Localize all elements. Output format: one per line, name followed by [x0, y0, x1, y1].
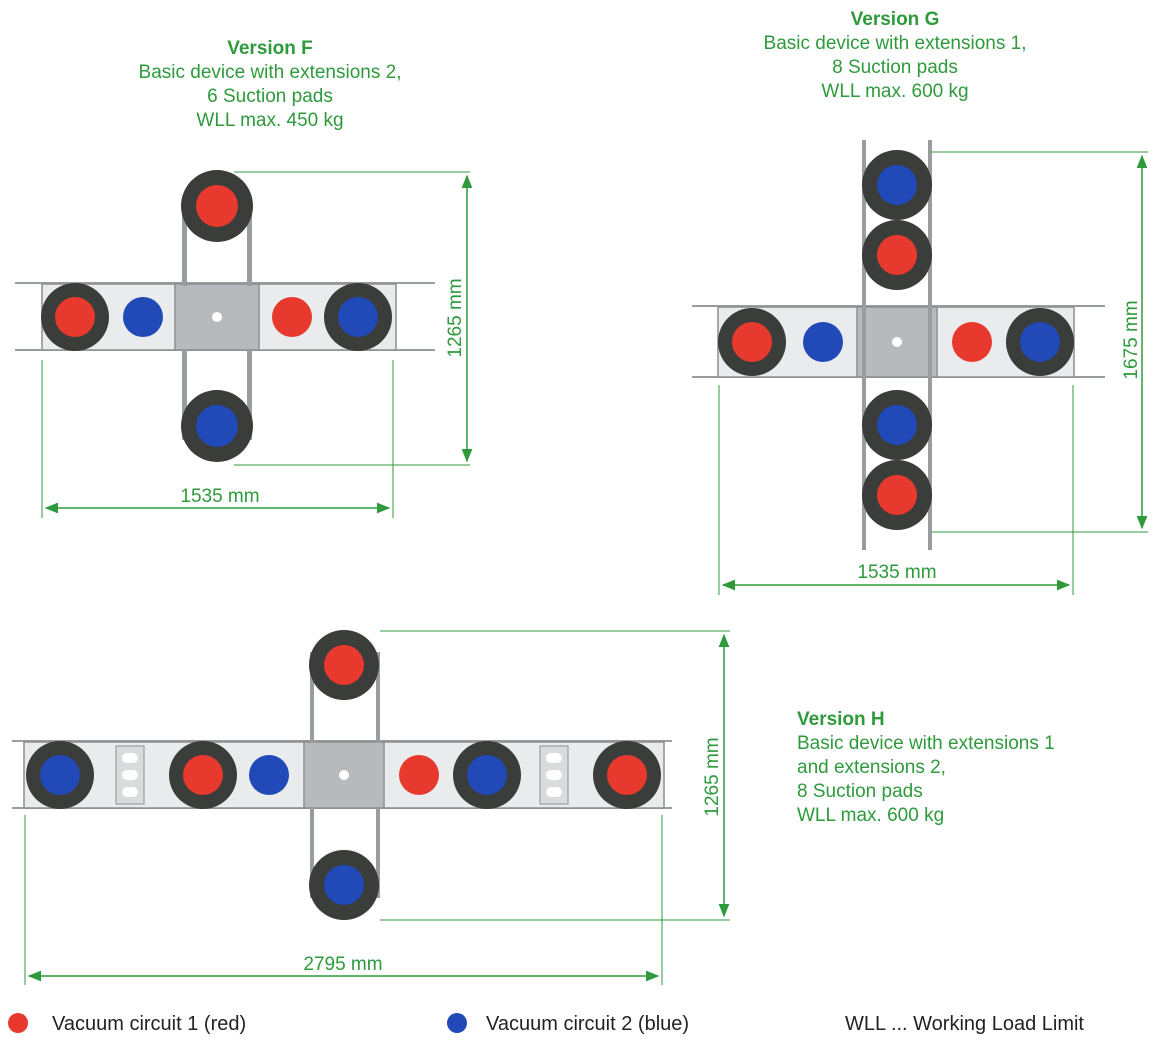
version-g-width-dim: 1535 mm [857, 562, 936, 583]
blue-circuit-legend-icon [447, 1013, 467, 1033]
red-circuit-dot [272, 297, 312, 337]
version-h-line2: and extensions 2, [797, 757, 946, 778]
version-g-line3: WLL max. 600 kg [821, 81, 969, 102]
blue-circuit-dot [1020, 322, 1060, 362]
version-h-height-dim: 1265 mm [702, 737, 723, 816]
version-f-caption: Version F Basic device with extensions 2… [100, 37, 440, 133]
version-f-line2: 6 Suction pads [207, 86, 333, 107]
red-circuit-dot [324, 645, 364, 685]
version-g-caption: Version G Basic device with extensions 1… [725, 8, 1065, 104]
blue-circuit-dot [40, 755, 80, 795]
version-f-line3: WLL max. 450 kg [196, 110, 344, 131]
blue-circuit-dot [467, 755, 507, 795]
red-circuit-dot [183, 755, 223, 795]
version-g-title: Version G [850, 9, 940, 30]
blue-circuit-dot [123, 297, 163, 337]
red-circuit-dot [399, 755, 439, 795]
version-h-line4: WLL max. 600 kg [797, 805, 945, 826]
red-circuit-dot [55, 297, 95, 337]
legend-red-label: Vacuum circuit 1 (red) [52, 1013, 247, 1035]
version-h-drawing: 2795 mm 1265 mm [12, 630, 730, 985]
blue-circuit-dot [338, 297, 378, 337]
red-circuit-dot [877, 235, 917, 275]
blue-circuit-dot [249, 755, 289, 795]
blue-circuit-dot [803, 322, 843, 362]
red-circuit-legend-icon [8, 1013, 28, 1033]
version-f-height-dim: 1265 mm [445, 278, 466, 357]
version-f-title: Version F [227, 38, 313, 59]
legend-blue-label: Vacuum circuit 2 (blue) [486, 1013, 690, 1035]
version-f-drawing: 1535 mm 1265 mm [15, 170, 473, 518]
red-circuit-dot [877, 475, 917, 515]
version-g-height-dim: 1675 mm [1121, 300, 1142, 379]
version-g-drawing: 1535 mm 1675 mm [692, 140, 1148, 595]
red-circuit-dot [607, 755, 647, 795]
version-h-line1: Basic device with extensions 1 [797, 733, 1055, 754]
version-f-width-dim: 1535 mm [180, 486, 259, 507]
version-h-width-dim: 2795 mm [303, 954, 382, 975]
blue-circuit-dot [877, 165, 917, 205]
version-f-line1: Basic device with extensions 2, [138, 62, 402, 83]
red-circuit-dot [732, 322, 772, 362]
red-circuit-dot [196, 185, 238, 227]
version-g-line1: Basic device with extensions 1, [763, 33, 1027, 54]
legend-wll-label: WLL ... Working Load Limit [845, 1013, 1084, 1035]
blue-circuit-dot [196, 405, 238, 447]
version-h-line3: 8 Suction pads [797, 781, 923, 802]
version-h-title: Version H [797, 709, 885, 730]
blue-circuit-dot [877, 405, 917, 445]
version-g-line2: 8 Suction pads [832, 57, 958, 78]
blue-circuit-dot [324, 865, 364, 905]
red-circuit-dot [952, 322, 992, 362]
version-h-caption: Version H Basic device with extensions 1… [797, 708, 1137, 828]
